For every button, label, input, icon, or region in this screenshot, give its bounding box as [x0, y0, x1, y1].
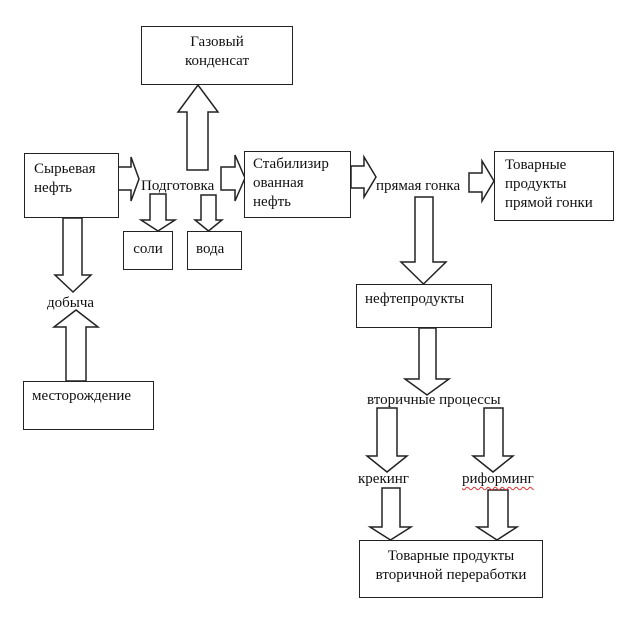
arrow-stabilized-to-straight-run [350, 154, 377, 200]
node-stabilized-oil-line-2: ованная [253, 175, 304, 191]
node-straight-run-products-line-2: продукты [505, 176, 567, 192]
arrow-preparation-to-water [192, 194, 225, 232]
node-petroleum-products-label: нефтепродукты [365, 291, 465, 307]
arrow-straight-run-to-products [468, 158, 495, 204]
label-reforming: риформинг [462, 471, 534, 487]
arrow-secondary-to-cracking [364, 407, 410, 473]
node-raw-oil-line-1: Сырьевая [34, 161, 96, 177]
label-preparation: Подготовка [141, 178, 215, 194]
arrow-cracking-to-products [367, 487, 414, 541]
node-deposit: месторождение [23, 381, 154, 430]
node-salts-label: соли [133, 241, 163, 257]
node-water-label: вода [196, 241, 225, 257]
label-extraction: добыча [47, 295, 95, 311]
label-cracking: крекинг [358, 471, 409, 487]
arrow-reforming-to-products [474, 489, 520, 541]
label-secondary-processes: вторичные процессы [367, 392, 501, 408]
node-petroleum-products: нефтепродукты [356, 284, 492, 328]
node-water: вода [187, 231, 242, 270]
node-stabilized-oil-line-1: Стабилизир [253, 156, 329, 172]
node-salts: соли [123, 231, 173, 270]
node-raw-oil: Сырьевая нефть [24, 153, 119, 218]
arrow-raw-oil-to-extraction [53, 217, 93, 294]
node-gas-condensate-line-1: Газовый [190, 34, 244, 50]
node-stabilized-oil-line-3: нефть [253, 194, 291, 210]
arrow-preparation-to-stabilized-oil [220, 154, 246, 202]
node-secondary-products-line-2: вторичной переработки [375, 567, 527, 583]
label-straight-run: прямая гонка [376, 178, 461, 194]
arrow-straight-run-to-petroleum-products [399, 196, 448, 286]
arrow-raw-oil-to-preparation [117, 156, 140, 202]
node-stabilized-oil: Стабилизир ованная нефть [244, 151, 351, 218]
arrow-preparation-to-gas-condensate [176, 83, 220, 171]
arrow-secondary-to-reforming [470, 407, 516, 473]
arrow-deposit-to-extraction [51, 309, 101, 382]
node-raw-oil-line-2: нефть [34, 180, 72, 196]
arrow-preparation-to-salts [138, 193, 178, 232]
node-gas-condensate: Газовый конденсат [141, 26, 293, 85]
node-straight-run-products: Товарные продукты прямой гонки [494, 151, 614, 221]
node-secondary-products-line-1: Товарные продукты [387, 548, 515, 564]
node-secondary-products: Товарные продукты вторичной переработки [359, 540, 543, 598]
node-straight-run-products-line-1: Товарные [505, 157, 567, 173]
node-gas-condensate-line-2: конденсат [184, 53, 250, 69]
node-deposit-label: месторождение [32, 388, 132, 404]
node-straight-run-products-line-3: прямой гонки [505, 195, 593, 211]
arrow-petroleum-to-secondary [402, 327, 452, 396]
